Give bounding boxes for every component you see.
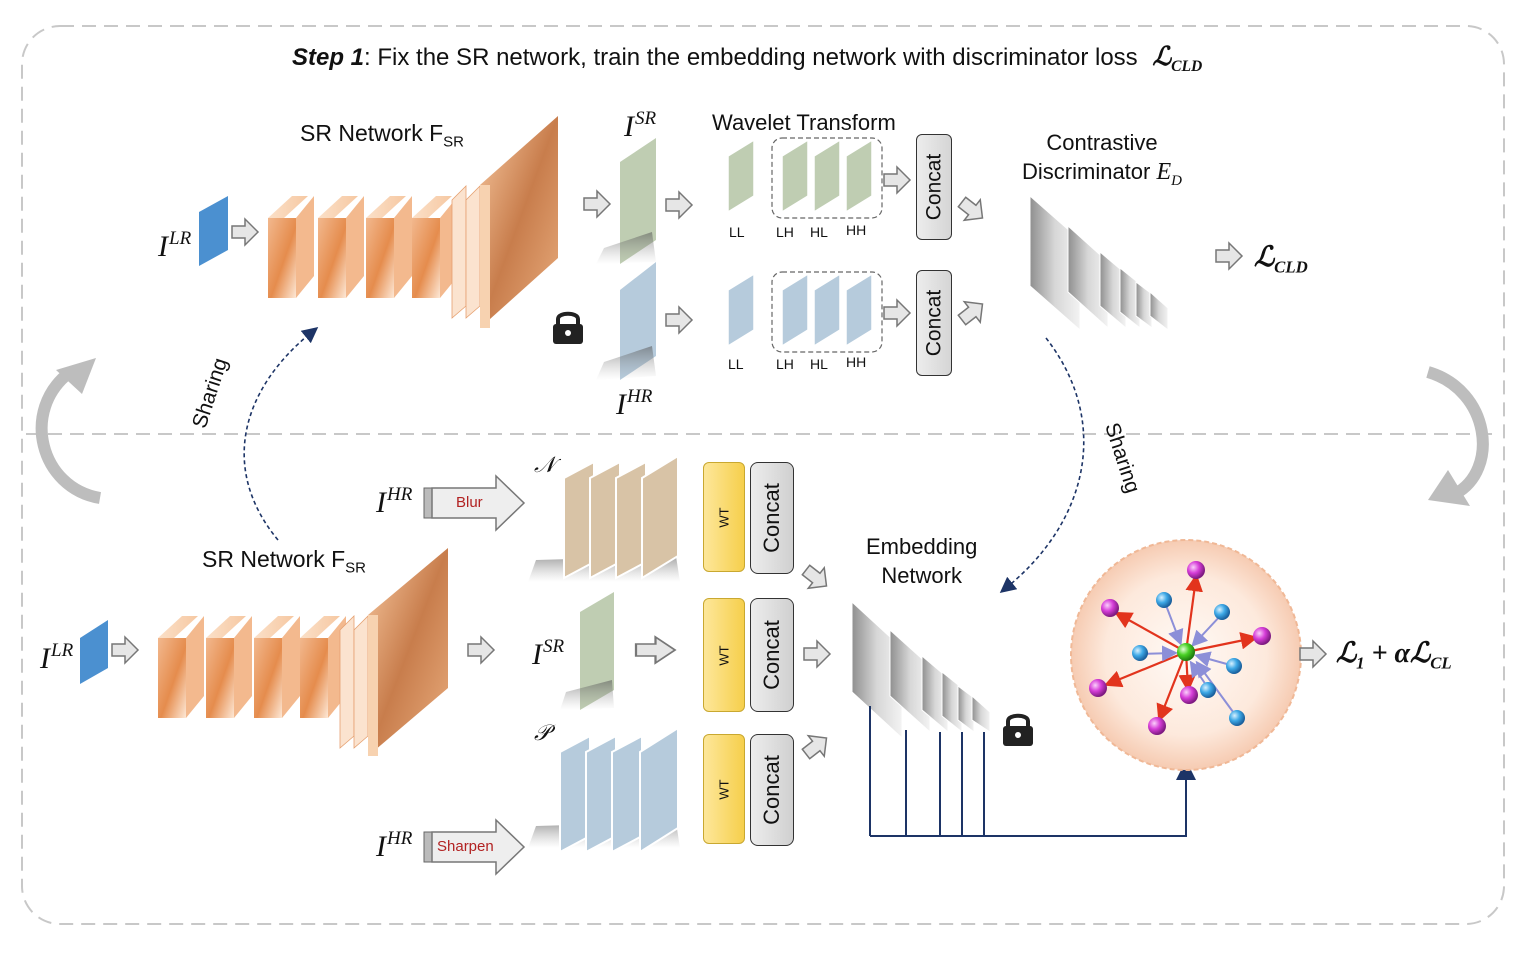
bottom-sr-network-label: SR Network FSR — [202, 546, 366, 577]
top-sr-feature-stack — [268, 116, 558, 328]
top-isr-shadow — [596, 232, 656, 264]
bottom-isr-image — [580, 592, 614, 710]
top-sr-network-label: SR Network FSR — [300, 120, 464, 151]
discriminator-title-line1: Contrastive — [1046, 130, 1158, 155]
concat-block-sr: Concat — [750, 598, 794, 712]
sharing-curve-sr — [243, 326, 319, 541]
bottom-ihr-blur-symbol: IHR — [376, 484, 413, 519]
top-hr-band-hl: HL — [810, 356, 828, 372]
outer-frame — [21, 25, 1505, 925]
negative-symbol: 𝒩 — [534, 452, 556, 477]
embedding-layers — [851, 600, 991, 740]
top-lr-input-patch — [199, 196, 228, 266]
top-arrow-lr-to-sr — [231, 218, 259, 246]
bottom-input-lr-symbol: ILR — [40, 640, 74, 675]
positive-symbol: 𝒫 — [534, 720, 550, 745]
top-input-lr-symbol: ILR — [158, 228, 192, 263]
wt-block-negative: WT — [703, 462, 745, 572]
top-arrow-concat2-to-disc — [953, 292, 992, 331]
bottom-arrow-sr-to-embed — [803, 640, 831, 668]
top-hr-subbands — [727, 271, 883, 353]
bottom-arrow-to-loss — [1299, 640, 1327, 668]
sharing-curve-disc — [999, 337, 1085, 594]
cycle-arrow-left — [35, 367, 102, 504]
embedding-network-title: Embedding Network — [866, 532, 977, 590]
bottom-lock-icon — [1003, 713, 1033, 746]
discriminator-symbol: ED — [1156, 159, 1182, 189]
top-sr-subbands — [727, 137, 883, 219]
wt-block-sr: WT — [703, 598, 745, 712]
bottom-ihr-sharpen-symbol: IHR — [376, 828, 413, 863]
bottom-arrow-sr-out — [467, 636, 495, 664]
blur-arrow — [423, 474, 526, 532]
concat-block-negative: Concat — [750, 462, 794, 574]
embedding-feature-connectors — [869, 706, 1196, 837]
top-sr-band-ll: LL — [729, 224, 745, 240]
sharpen-arrow — [423, 818, 526, 876]
top-hr-band-hh: HH — [846, 354, 867, 370]
top-isr-symbol: ISR — [624, 108, 657, 143]
discriminator-title-line2: Discriminator — [1022, 159, 1151, 184]
bottom-arrow-neg-to-embed — [797, 559, 836, 598]
bottom-arrow-isr-to-wt — [634, 635, 677, 665]
cycle-arrow-right-head — [1428, 470, 1470, 506]
top-concat-sr: Concat — [916, 134, 952, 240]
blur-label: Blur — [456, 494, 483, 511]
concat-block-positive: Concat — [750, 734, 794, 846]
negative-samples-stack — [528, 454, 680, 582]
step-label: Step 1 — [292, 44, 365, 71]
bottom-arrow-lr-to-sr — [111, 636, 139, 664]
top-sr-band-hl: HL — [810, 224, 828, 240]
top-ihr-symbol: IHR — [616, 386, 653, 421]
embedding-title-line1: Embedding — [866, 534, 978, 559]
bottom-isr-symbol: ISR — [532, 636, 565, 671]
top-arrow-ihr-to-wt — [665, 306, 693, 334]
top-output-loss: ℒCLD — [1254, 242, 1308, 277]
step-title: Step 1: Fix the SR network, train the em… — [292, 42, 1202, 76]
top-arrow-wt-to-concat-2 — [883, 299, 911, 327]
top-arrow-disc-to-loss — [1215, 242, 1243, 270]
positive-samples-stack — [528, 726, 680, 854]
top-sr-band-hh: HH — [846, 222, 867, 238]
top-ihr-shadow — [596, 346, 656, 380]
embedding-space — [1070, 539, 1302, 771]
top-arrow-concat1-to-disc — [953, 191, 992, 230]
wt-block-positive: WT — [703, 734, 745, 844]
cycle-arrow-left-head — [56, 358, 96, 394]
top-hr-band-lh: LH — [776, 356, 794, 372]
discriminator-title: Contrastive Discriminator ED — [1022, 128, 1182, 196]
top-arrow-sr-out — [583, 190, 611, 218]
top-sr-band-lh: LH — [776, 224, 794, 240]
bottom-sr-feature-stack — [158, 548, 448, 756]
top-arrow-isr-to-wt — [665, 191, 693, 219]
top-concat-hr: Concat — [916, 270, 952, 376]
bottom-output-loss: ℒ1 + αℒCL — [1336, 638, 1452, 673]
cycle-arrow-right — [1426, 366, 1489, 500]
top-hr-band-ll: LL — [728, 356, 744, 372]
title-loss: ℒCLD — [1152, 42, 1203, 76]
top-lock-icon — [553, 311, 583, 344]
bottom-lr-input-patch — [80, 620, 108, 684]
embedding-title-line2: Network — [881, 563, 962, 588]
discriminator-layers — [1029, 194, 1169, 332]
top-arrow-wt-to-concat-1 — [883, 166, 911, 194]
top-isr-image — [620, 138, 656, 264]
sharpen-label: Sharpen — [437, 838, 494, 855]
wavelet-transform-title: Wavelet Transform — [712, 110, 896, 135]
step-description: : Fix the SR network, train the embeddin… — [364, 44, 1138, 71]
bottom-arrow-pos-to-embed — [797, 726, 836, 765]
bottom-isr-shadow — [560, 680, 614, 710]
